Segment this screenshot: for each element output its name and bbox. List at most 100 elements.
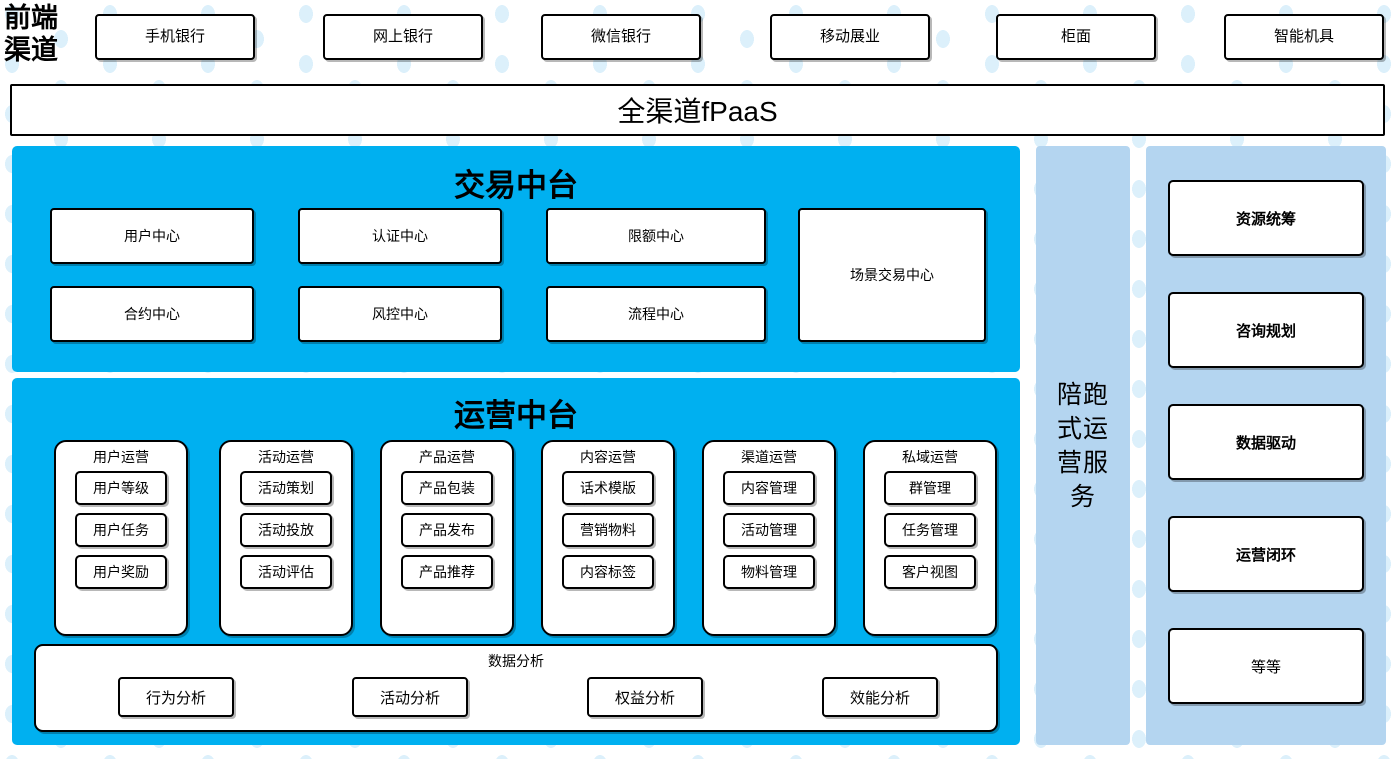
ops-group-item-label: 用户奖励 [93, 564, 149, 580]
ops-group-item-label: 群管理 [909, 480, 951, 496]
channel-box-label: 智能机具 [1273, 28, 1334, 46]
trade-center-label: 用户中心 [124, 227, 180, 244]
channel-box-label: 网上银行 [372, 28, 433, 46]
trade-center-box[interactable]: 用户中心 [50, 208, 254, 264]
ops-group-item[interactable]: 产品包装 [401, 471, 493, 505]
channel-box-label: 移动展业 [819, 28, 880, 46]
ops-group-card: 活动运营活动策划活动投放活动评估 [219, 440, 353, 636]
ops-group-item[interactable]: 物料管理 [723, 555, 815, 589]
ops-group-item[interactable]: 群管理 [884, 471, 976, 505]
ops-group-item[interactable]: 产品推荐 [401, 555, 493, 589]
ops-group-item[interactable]: 活动评估 [240, 555, 332, 589]
ops-group-card: 渠道运营内容管理活动管理物料管理 [702, 440, 836, 636]
service-box-label: 数据驱动 [1235, 434, 1296, 452]
trade-center-box[interactable]: 认证中心 [298, 208, 502, 264]
front-channel-label-line2: 渠道 [4, 35, 58, 65]
service-box-label: 资源统筹 [1235, 210, 1296, 228]
service-box-label: 运营闭环 [1235, 546, 1296, 564]
channel-box-label: 手机银行 [144, 28, 205, 46]
channel-box-label: 微信银行 [590, 28, 651, 46]
service-box[interactable]: 数据驱动 [1168, 404, 1364, 480]
ops-group-item[interactable]: 营销物料 [562, 513, 654, 547]
trade-center-label: 场景交易中心 [850, 266, 934, 283]
ops-group-item-label: 营销物料 [580, 522, 636, 538]
ops-group-item[interactable]: 活动管理 [723, 513, 815, 547]
ops-group-item-label: 用户任务 [93, 522, 149, 538]
channel-box[interactable]: 柜面 [996, 14, 1156, 60]
ops-platform-title: 运营中台 [454, 398, 578, 433]
ops-group-title: 私域运营 [902, 449, 958, 465]
ops-group-item-label: 活动评估 [258, 564, 314, 580]
trade-center-box[interactable]: 流程中心 [546, 286, 766, 342]
channel-box[interactable]: 网上银行 [323, 14, 483, 60]
ops-group-card: 内容运营话术模版营销物料内容标签 [541, 440, 675, 636]
data-analysis-item-label: 活动分析 [379, 689, 440, 707]
ops-group-item-label: 活动管理 [741, 522, 797, 538]
ops-platform-panel: 运营中台 数据分析 行为分析活动分析权益分析效能分析 用户运营用户等级用户任务用… [12, 378, 1020, 745]
ops-group-item-label: 用户等级 [93, 480, 149, 496]
service-list-panel: 资源统筹咨询规划数据驱动运营闭环等等 [1146, 146, 1386, 745]
channel-box[interactable]: 移动展业 [770, 14, 930, 60]
trade-center-label: 限额中心 [628, 227, 684, 244]
ops-group-item[interactable]: 话术模版 [562, 471, 654, 505]
channel-box-label: 柜面 [1060, 28, 1091, 46]
ops-group-item[interactable]: 活动策划 [240, 471, 332, 505]
trade-platform-panel: 交易中台 用户中心 认证中心 限额中心合约中心 风控中心 流程中心 场景交易中心 [12, 146, 1020, 372]
data-analysis-item[interactable]: 活动分析 [352, 677, 468, 717]
service-box[interactable]: 咨询规划 [1168, 292, 1364, 368]
ops-group-item-label: 产品发布 [419, 522, 475, 538]
data-analysis-item[interactable]: 权益分析 [587, 677, 703, 717]
data-analysis-item-label: 效能分析 [849, 689, 910, 707]
channel-box[interactable]: 手机银行 [95, 14, 255, 60]
front-channel-label: 前端 渠道 [4, 2, 82, 72]
ops-group-title: 活动运营 [258, 449, 314, 465]
data-analysis-card: 数据分析 行为分析 活动分析 权益分析 效能分析 [34, 644, 998, 732]
service-box[interactable]: 运营闭环 [1168, 516, 1364, 592]
service-box[interactable]: 资源统筹 [1168, 180, 1364, 256]
ops-group-card: 用户运营用户等级用户任务用户奖励 [54, 440, 188, 636]
channel-box[interactable]: 智能机具 [1224, 14, 1384, 60]
ops-group-item[interactable]: 客户视图 [884, 555, 976, 589]
ops-group-item-label: 产品推荐 [419, 564, 475, 580]
trade-center-box[interactable]: 限额中心 [546, 208, 766, 264]
ops-group-card: 私域运营群管理任务管理客户视图 [863, 440, 997, 636]
ops-group-item-label: 活动投放 [258, 522, 314, 538]
ops-group-item[interactable]: 用户任务 [75, 513, 167, 547]
trade-center-box[interactable]: 风控中心 [298, 286, 502, 342]
ops-group-item-label: 活动策划 [258, 480, 314, 496]
ops-group-item-label: 内容管理 [741, 480, 797, 496]
ops-group-item[interactable]: 内容标签 [562, 555, 654, 589]
ops-group-item[interactable]: 任务管理 [884, 513, 976, 547]
service-box-label: 等等 [1250, 658, 1281, 676]
trade-center-box[interactable]: 合约中心 [50, 286, 254, 342]
trade-platform-title: 交易中台 [454, 168, 578, 203]
ops-group-item[interactable]: 产品发布 [401, 513, 493, 547]
channel-box[interactable]: 微信银行 [541, 14, 701, 60]
data-analysis-item-label: 行为分析 [145, 689, 206, 707]
ops-group-item-label: 客户视图 [902, 564, 958, 580]
trade-center-label: 流程中心 [628, 305, 684, 322]
trade-center-label: 风控中心 [372, 305, 428, 322]
fpaas-banner[interactable]: 全渠道fPaaS [10, 84, 1385, 136]
ops-group-item[interactable]: 活动投放 [240, 513, 332, 547]
ops-group-item[interactable]: 内容管理 [723, 471, 815, 505]
ops-group-item-label: 话术模版 [580, 480, 636, 496]
ops-group-item-label: 产品包装 [419, 480, 475, 496]
accompanying-service-label: 陪跑式运营服务 [1056, 380, 1109, 511]
ops-group-title: 产品运营 [419, 449, 475, 465]
ops-group-item[interactable]: 用户等级 [75, 471, 167, 505]
data-analysis-title: 数据分析 [488, 653, 544, 669]
service-box-label: 咨询规划 [1235, 322, 1296, 340]
service-box[interactable]: 等等 [1168, 628, 1364, 704]
trade-center-label: 认证中心 [372, 227, 428, 244]
data-analysis-item[interactable]: 行为分析 [118, 677, 234, 717]
ops-group-item-label: 物料管理 [741, 564, 797, 580]
trade-center-box[interactable]: 场景交易中心 [798, 208, 986, 342]
data-analysis-item[interactable]: 效能分析 [822, 677, 938, 717]
ops-group-card: 产品运营产品包装产品发布产品推荐 [380, 440, 514, 636]
trade-center-label: 合约中心 [124, 305, 180, 322]
ops-group-item[interactable]: 用户奖励 [75, 555, 167, 589]
fpaas-title: 全渠道fPaaS [617, 96, 778, 127]
ops-group-item-label: 任务管理 [902, 522, 958, 538]
